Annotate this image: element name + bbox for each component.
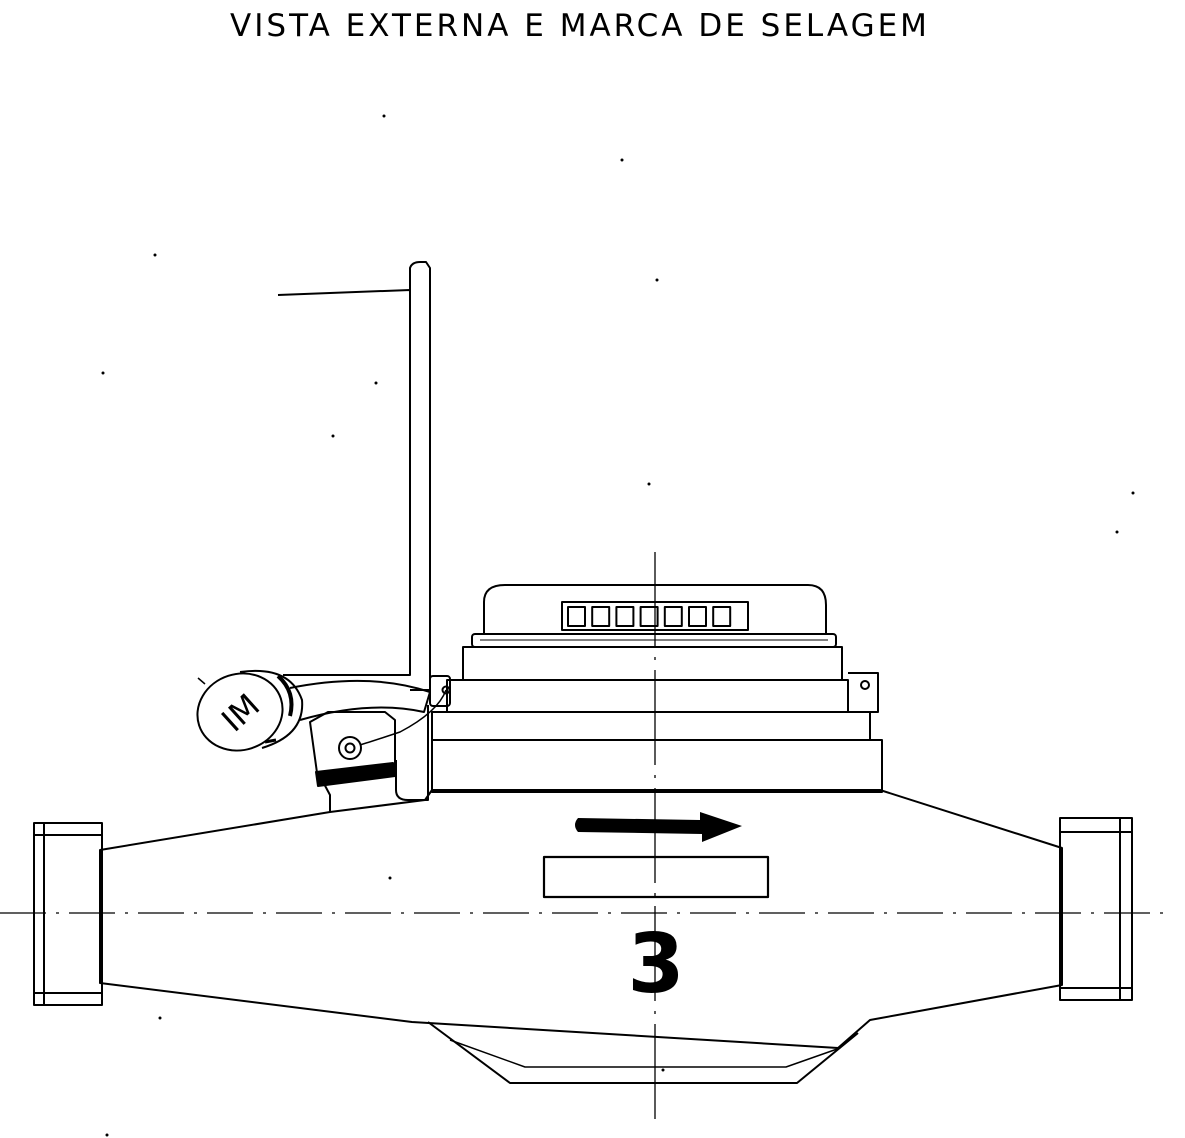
odometer-digit-cells [567, 606, 732, 627]
seal-wire [359, 689, 447, 746]
right-connector [1059, 817, 1133, 1001]
odometer-digit-cell [567, 606, 586, 627]
odometer-digit-cell [615, 606, 635, 627]
seal-housing [309, 711, 396, 812]
register-housing [431, 584, 883, 793]
figure-number: 3 [627, 917, 684, 1012]
flow-direction-arrow [575, 812, 742, 842]
odometer-digit-cell [639, 606, 659, 627]
name-plate [542, 855, 770, 899]
scan-specks [101, 114, 1135, 1137]
left-connector [33, 822, 103, 1006]
lead-seal: IM [196, 669, 304, 752]
hinged-lid [277, 261, 451, 801]
seal-label: IM [214, 686, 267, 739]
bottom-plug-inner [449, 1039, 841, 1068]
seal-strap [289, 679, 431, 721]
odometer-digit-cell [712, 606, 732, 627]
page-title: VISTA EXTERNA E MARCA DE SELAGEM [230, 8, 930, 44]
meter-body-outline [99, 789, 1063, 1049]
odometer-digit-cell [688, 606, 707, 627]
odometer-digit-cell [591, 606, 611, 627]
odometer-window [561, 601, 749, 631]
bottom-plug [427, 1021, 859, 1084]
odometer-digit-cell [663, 606, 683, 627]
